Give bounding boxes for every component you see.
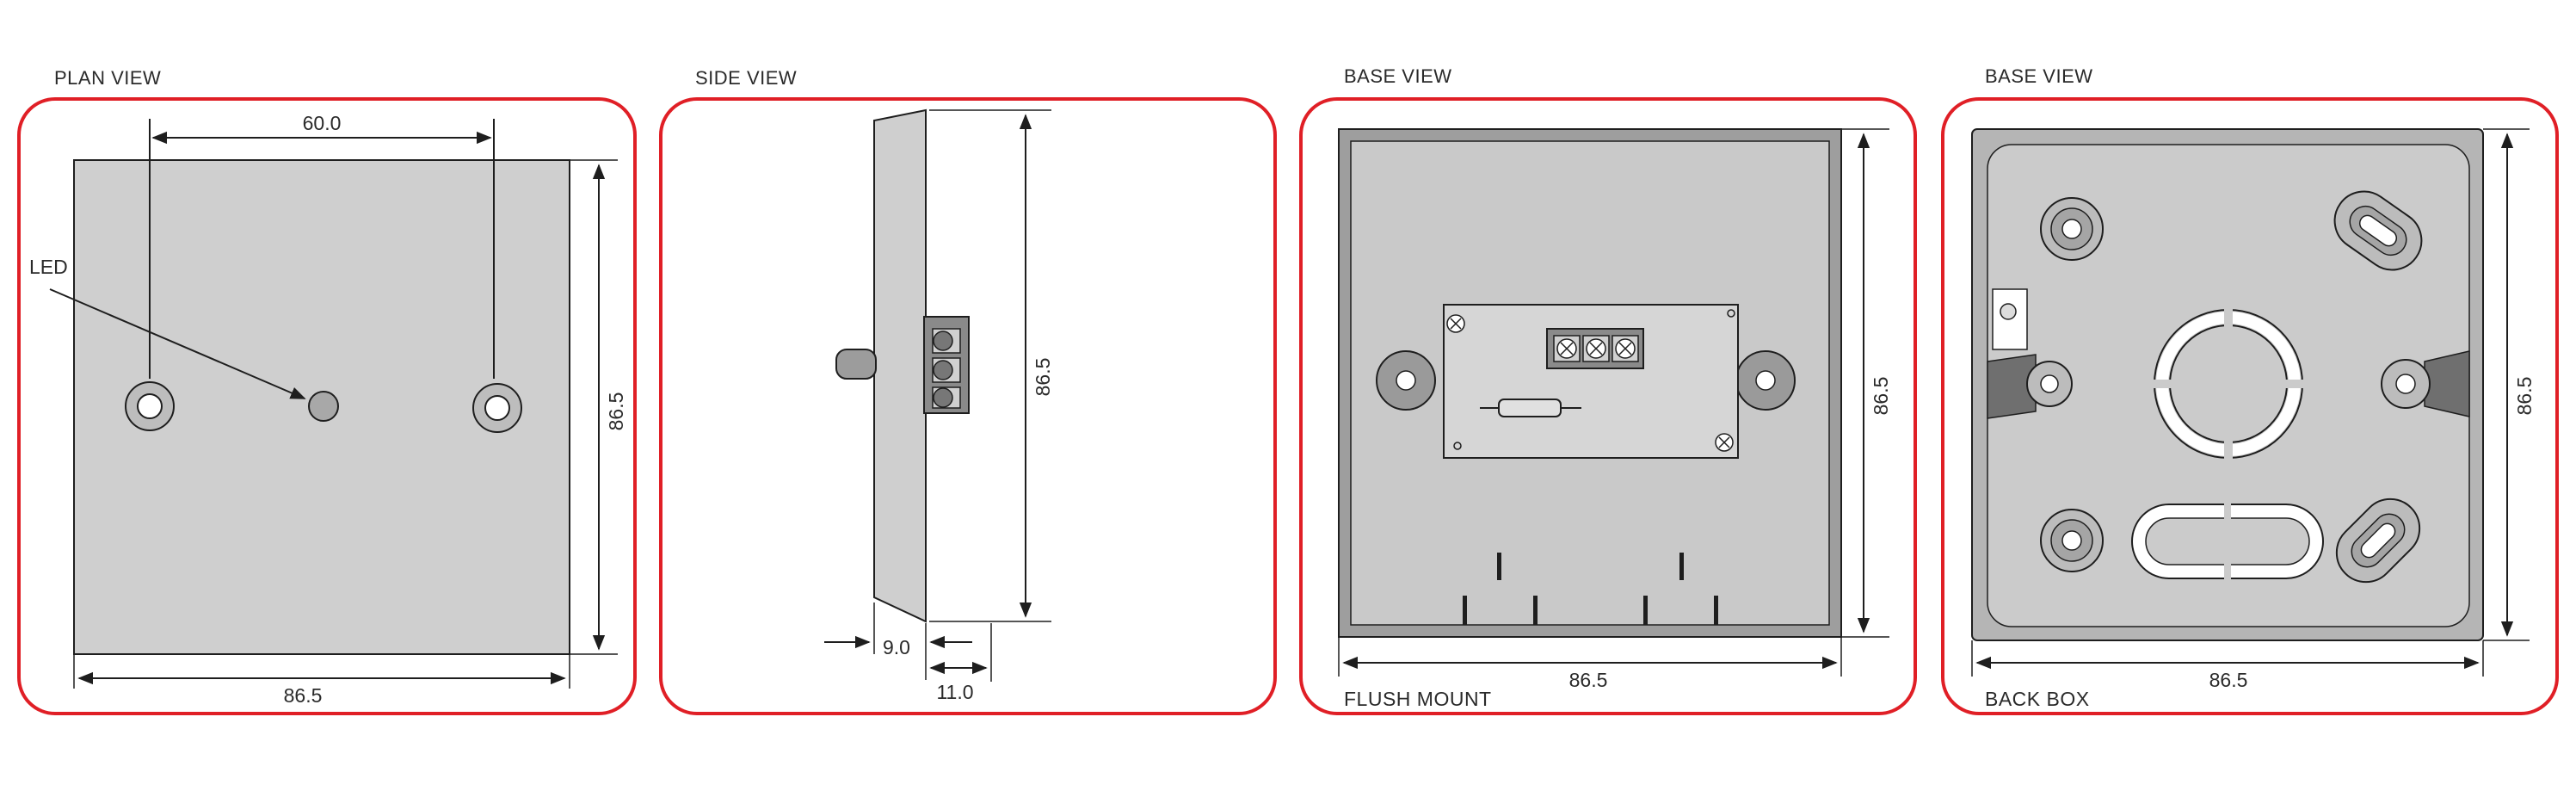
oval-slot-icon bbox=[2335, 497, 2421, 584]
screw-icon bbox=[1446, 314, 1465, 333]
slot-marks bbox=[1463, 553, 1718, 625]
pcb-board bbox=[1443, 304, 1739, 459]
mounting-hole-icon bbox=[2040, 197, 2104, 261]
dimension-flush-width: 86.5 bbox=[1569, 669, 1608, 691]
mounting-stud bbox=[835, 349, 877, 380]
resistor-icon bbox=[1480, 399, 1581, 417]
screw-terminal-icon bbox=[1546, 328, 1644, 369]
panel-title: SIDE VIEW bbox=[695, 67, 797, 89]
flush-mount-panel: BASE VIEW bbox=[1299, 65, 1917, 715]
dimension-side-depth-total: 11.0 bbox=[936, 681, 973, 703]
panel-title: BASE VIEW bbox=[1344, 65, 1452, 87]
panel-caption: BACK BOX bbox=[1985, 688, 2090, 710]
side-view-panel: SIDE VIEW 86.5 9.0 11.0 bbox=[659, 67, 1277, 715]
panel-title: PLAN VIEW bbox=[54, 67, 161, 89]
dimension-side-height: 86.5 bbox=[1032, 358, 1054, 397]
dimension-backbox-height: 86.5 bbox=[2513, 377, 2536, 416]
led-label: LED bbox=[29, 256, 68, 278]
screw-terminal-icon bbox=[923, 316, 970, 414]
dimension-backbox-width: 86.5 bbox=[2209, 669, 2248, 691]
dimension-flush-height: 86.5 bbox=[1870, 377, 1892, 416]
mounting-hole-icon bbox=[472, 383, 522, 433]
pcb-hole bbox=[1453, 442, 1462, 450]
lug-right bbox=[2381, 350, 2470, 417]
led-leader-line bbox=[49, 288, 306, 399]
panel-title: BASE VIEW bbox=[1985, 65, 2093, 87]
mounting-hole-icon bbox=[1376, 350, 1436, 411]
led-indicator-icon bbox=[308, 391, 339, 422]
oval-slot-icon bbox=[2333, 190, 2423, 271]
mounting-hole-icon bbox=[1735, 350, 1796, 411]
dimension-plan-width: 86.5 bbox=[284, 684, 323, 707]
knockout-icon bbox=[2151, 306, 2306, 461]
dimension-hole-spacing: 60.0 bbox=[303, 112, 342, 134]
mounting-hole-icon bbox=[2040, 509, 2104, 572]
plan-view-panel: PLAN VIEW 60.0 LED 86.5 86.5 bbox=[17, 67, 637, 715]
dimension-side-depth-front: 9.0 bbox=[883, 636, 910, 658]
mounting-hole-icon bbox=[125, 381, 175, 431]
pcb-hole bbox=[1727, 309, 1735, 318]
plate-side-profile bbox=[873, 108, 927, 623]
knockout-slot-icon bbox=[2131, 503, 2324, 580]
cable-entry-left bbox=[1987, 288, 2073, 419]
dimension-plan-height: 86.5 bbox=[605, 392, 627, 431]
back-box-panel: BASE VIEW bbox=[1941, 65, 2559, 715]
panel-caption: FLUSH MOUNT bbox=[1344, 688, 1492, 710]
screw-icon bbox=[1715, 433, 1734, 452]
